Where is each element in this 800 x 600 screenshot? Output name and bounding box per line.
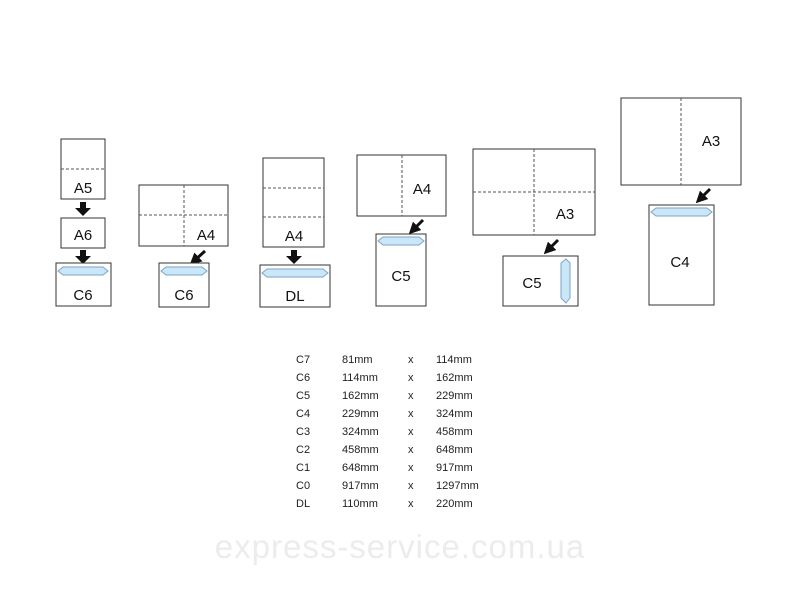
arrow-diagonal: [543, 238, 560, 255]
size-row: DL 110mm x 220mm: [296, 495, 496, 513]
size-height: 458mm: [436, 426, 473, 438]
group-a5-a6-c6: A5 A6 C6: [55, 138, 112, 307]
size-width: 229mm: [342, 408, 379, 420]
envelope-window: [160, 266, 208, 276]
size-row: C7 81mm x 114mm: [296, 351, 496, 369]
size-name: C0: [296, 480, 311, 492]
group-a4-c5: A4 C5: [356, 154, 447, 307]
arrow-down: [75, 250, 91, 264]
watermark-text: express-service.com.ua: [214, 528, 586, 565]
size-row: C5 162mm x 229mm: [296, 387, 496, 405]
size-width: 162mm: [342, 390, 379, 402]
sheet-a4-folded: [262, 157, 325, 248]
size-height: 324mm: [436, 408, 473, 420]
size-name: C3: [296, 426, 311, 438]
label-dl: DL: [285, 288, 304, 305]
size-row: C4 229mm x 324mm: [296, 405, 496, 423]
arrow-down: [75, 202, 91, 216]
label-a3: A3: [702, 133, 720, 150]
envelope-window: [650, 207, 713, 217]
size-row: C1 648mm x 917mm: [296, 459, 496, 477]
size-row: C0 917mm x 1297mm: [296, 477, 496, 495]
label-a4: A4: [413, 181, 431, 198]
envelope-window: [57, 266, 109, 276]
arrow-down: [286, 250, 302, 264]
size-times: x: [408, 498, 414, 510]
label-c4: C4: [670, 254, 689, 271]
group-a3-c4: A3 C4: [620, 97, 742, 306]
size-row: C2 458mm x 648mm: [296, 441, 496, 459]
size-times: x: [408, 408, 414, 420]
size-times: x: [408, 444, 414, 456]
arrow-diagonal: [189, 249, 207, 266]
size-times: x: [408, 354, 414, 366]
size-times: x: [408, 390, 414, 402]
group-a3-c5: A3 C5: [472, 148, 596, 307]
arrow-diagonal: [408, 218, 425, 235]
envelope-c4: [648, 204, 715, 306]
size-times: x: [408, 426, 414, 438]
size-height: 1297mm: [436, 480, 479, 492]
arrow-diagonal: [695, 187, 712, 204]
size-name: C5: [296, 390, 311, 402]
size-times: x: [408, 462, 414, 474]
envelope-c5: [375, 233, 427, 307]
size-width: 458mm: [342, 444, 379, 456]
size-width: 648mm: [342, 462, 379, 474]
label-c6: C6: [73, 287, 92, 304]
size-name: C6: [296, 372, 311, 384]
size-height: 917mm: [436, 462, 473, 474]
label-c5: C5: [391, 268, 410, 285]
size-width: 917mm: [342, 480, 379, 492]
size-height: 162mm: [436, 372, 473, 384]
group-a4-c6: A4 C6: [138, 184, 229, 308]
size-width: 110mm: [342, 498, 378, 510]
label-a6: A6: [74, 227, 92, 244]
sheet-a3-folded: [620, 97, 742, 186]
size-name: C7: [296, 354, 311, 366]
group-a4-dl: A4 DL: [259, 157, 331, 308]
label-a4: A4: [197, 227, 215, 244]
sheet-a6: [60, 217, 106, 249]
label-a3: A3: [556, 206, 574, 223]
size-name: C4: [296, 408, 311, 420]
size-height: 648mm: [436, 444, 473, 456]
envelope-window: [560, 258, 571, 304]
size-height: 114mm: [436, 354, 472, 366]
envelope-diagram: A5 A6 C6 A4 C6 A4 DL A4: [55, 97, 742, 308]
label-a5: A5: [74, 180, 92, 197]
label-a4: A4: [285, 228, 303, 245]
label-c5: C5: [522, 275, 541, 292]
envelope-window: [377, 236, 425, 246]
size-width: 324mm: [342, 426, 379, 438]
size-times: x: [408, 372, 414, 384]
size-times: x: [408, 480, 414, 492]
size-height: 229mm: [436, 390, 473, 402]
size-name: DL: [296, 498, 311, 510]
size-width: 81mm: [342, 354, 373, 366]
size-name: C2: [296, 444, 311, 456]
size-name: C1: [296, 462, 311, 474]
size-row: C6 114mm x 162mm: [296, 369, 496, 387]
size-width: 114mm: [342, 372, 378, 384]
size-height: 220mm: [436, 498, 473, 510]
label-c6: C6: [174, 287, 193, 304]
envelope-window: [261, 268, 329, 278]
size-row: C3 324mm x 458mm: [296, 423, 496, 441]
